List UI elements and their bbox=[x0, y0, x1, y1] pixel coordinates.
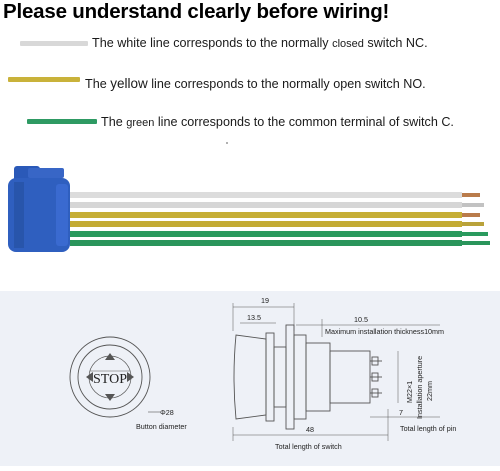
wire-tips bbox=[462, 193, 490, 245]
button-diameter-label: Button diameter bbox=[136, 422, 187, 431]
white-line-description: The white line corresponds to the normal… bbox=[92, 36, 428, 50]
yellow-line-description: The yellow line corresponds to the norma… bbox=[85, 76, 426, 91]
yellow-text-b: line corresponds to the normally open sw… bbox=[151, 77, 426, 91]
yellow-text-a: The bbox=[85, 77, 107, 91]
small-dot bbox=[226, 142, 228, 144]
wire-yellow-2 bbox=[70, 221, 462, 227]
page-title: Please understand clearly before wiring! bbox=[3, 0, 390, 23]
white-text-b: switch NC. bbox=[367, 36, 428, 50]
total-pin-label: Total length of pin bbox=[400, 424, 456, 433]
white-line-sample bbox=[20, 41, 88, 46]
connector bbox=[8, 166, 70, 252]
dim-7: 7 bbox=[399, 408, 403, 417]
white-text-mid: closed bbox=[332, 38, 364, 50]
wire-yellow-1 bbox=[70, 212, 462, 218]
dimension-drawing-panel: STOP Φ28 Button diameter bbox=[0, 291, 500, 466]
dim-13-5: 13.5 bbox=[247, 313, 261, 322]
total-switch-label: Total length of switch bbox=[275, 442, 342, 451]
wires bbox=[70, 192, 462, 246]
dim-10-5: 10.5 bbox=[354, 315, 368, 324]
yellow-line-sample bbox=[8, 77, 80, 82]
connector-with-wires-illustration bbox=[8, 166, 490, 252]
wire-green-1 bbox=[70, 231, 462, 237]
dim-48: 48 bbox=[306, 425, 314, 434]
dimension-drawing: STOP Φ28 Button diameter bbox=[69, 296, 456, 451]
install-aperture-label: Installation aperture bbox=[415, 356, 424, 419]
thread-label: M22×1 bbox=[405, 381, 414, 403]
green-line-sample bbox=[27, 119, 97, 124]
stop-button-front-view bbox=[69, 336, 151, 418]
green-text-a: The bbox=[101, 115, 123, 129]
switch-side-view bbox=[233, 324, 382, 430]
green-line-description: The green line corresponds to the common… bbox=[101, 115, 454, 129]
green-text-b: line corresponds to the common terminal … bbox=[157, 115, 454, 129]
aperture-value-label: 22mm bbox=[425, 381, 434, 401]
yellow-text-mid: yellow bbox=[110, 76, 148, 91]
stop-label: STOP bbox=[93, 372, 127, 387]
max-thickness-label: Maximum installation thickness10mm bbox=[325, 327, 444, 336]
wire-white-1 bbox=[70, 192, 462, 198]
green-text-mid: green bbox=[126, 117, 155, 129]
white-text-a: The white line corresponds to the normal… bbox=[92, 36, 329, 50]
diameter-label: Φ28 bbox=[160, 408, 174, 417]
wire-green-2 bbox=[70, 240, 462, 246]
wire-white-2 bbox=[70, 202, 462, 208]
dim-19: 19 bbox=[261, 296, 269, 305]
